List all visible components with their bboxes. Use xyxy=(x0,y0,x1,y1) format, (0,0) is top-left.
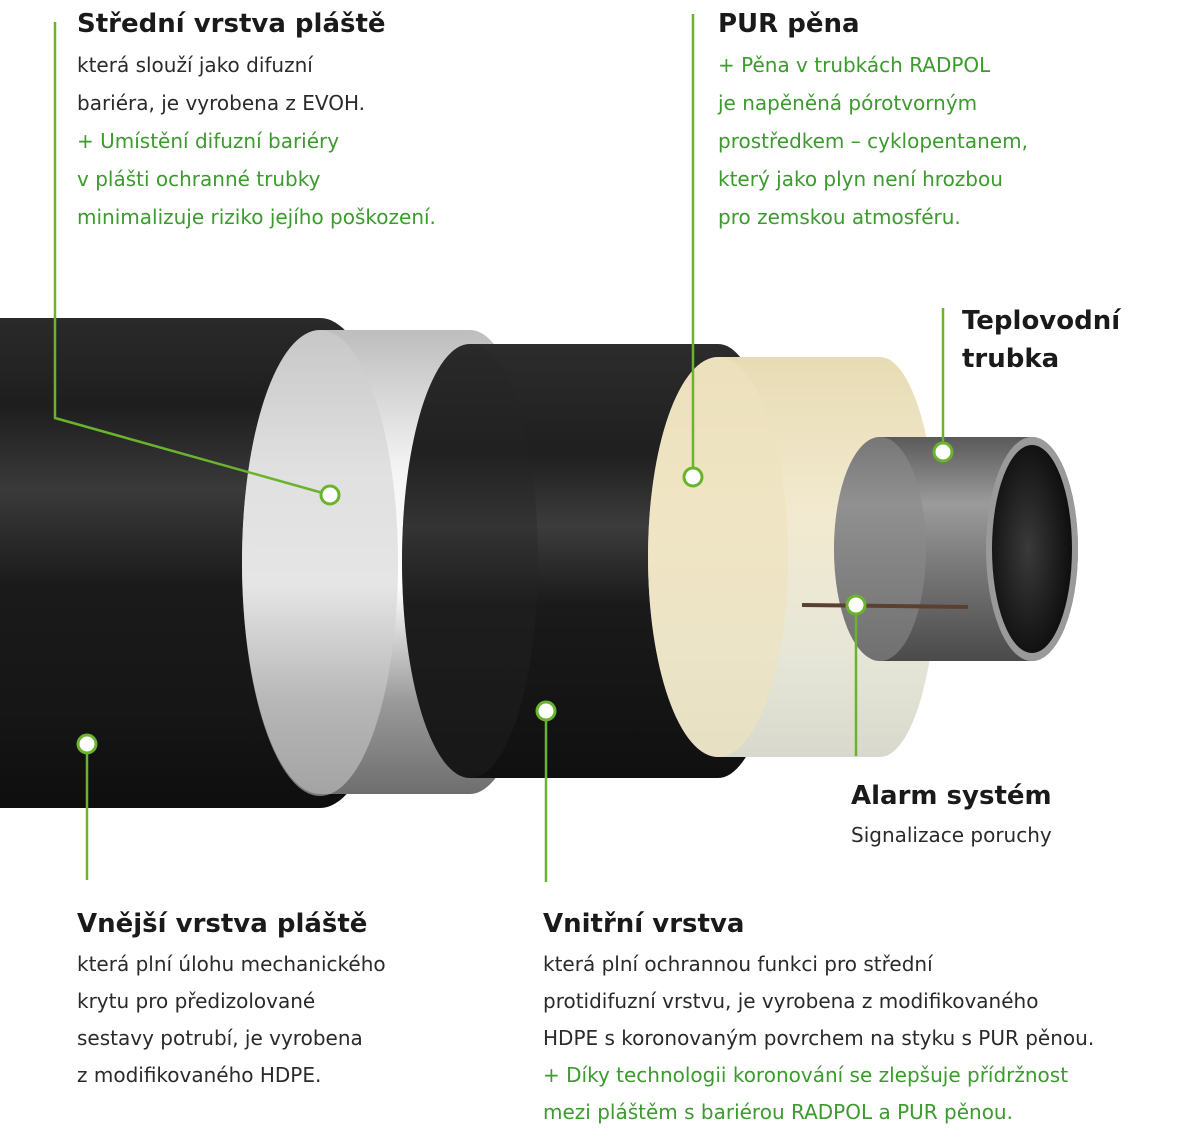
leader-lines xyxy=(53,14,945,882)
callout-title: Teplovodní trubka xyxy=(962,302,1182,378)
callout-line-highlight: + Umístění difuzní bariéry xyxy=(77,129,340,153)
callout-pur-foam: PUR pěna + Pěna v trubkách RADPOL je nap… xyxy=(718,8,1178,236)
callout-inner-layer: Vnitřní vrstva která plní ochrannou funk… xyxy=(543,908,1193,1131)
callout-outer-jacket-layer: Vnější vrstva pláště která plní úlohu me… xyxy=(77,908,517,1094)
service-pipe xyxy=(834,437,1078,661)
callout-service-pipe: Teplovodní trubka xyxy=(962,302,1182,384)
leader-stredni xyxy=(53,22,331,497)
callout-line-highlight: minimalizuje riziko jejího poškození. xyxy=(77,205,436,229)
callout-line: protidifuzní vrstvu, je vyrobena z modif… xyxy=(543,989,1039,1013)
callout-body: která plní ochrannou funkci pro střední … xyxy=(543,946,1193,1131)
callout-line-highlight: + Pěna v trubkách RADPOL xyxy=(718,53,991,77)
callout-line: z modifikovaného HDPE. xyxy=(77,1063,322,1087)
alarm-wire xyxy=(801,603,969,609)
marker-pur xyxy=(682,466,704,488)
callout-body: která slouží jako difuzní bariéra, je vy… xyxy=(77,46,637,236)
callout-line: která slouží jako difuzní xyxy=(77,53,313,77)
callout-line: krytu pro předizolované xyxy=(77,989,316,1013)
callout-title: Alarm systém xyxy=(851,781,1052,811)
callout-title-line: trubka xyxy=(962,344,1060,374)
callout-body: Signalizace poruchy xyxy=(851,818,1181,852)
marker-vnejsi xyxy=(76,733,98,755)
callout-title-line: Teplovodní xyxy=(962,306,1121,336)
callout-title: Vnější vrstva pláště xyxy=(77,909,368,939)
callout-line: sestavy potrubí, je vyrobena xyxy=(77,1026,363,1050)
callout-title: PUR pěna xyxy=(718,9,860,39)
callout-line: která plní úlohu mechanického xyxy=(77,952,386,976)
callout-line: Signalizace poruchy xyxy=(851,823,1052,847)
callout-body: která plní úlohu mechanického krytu pro … xyxy=(77,946,517,1094)
callout-line-highlight: je napěněná pórotvorným xyxy=(718,91,978,115)
callout-line: HDPE s koronovaným povrchem na styku s P… xyxy=(543,1026,1095,1050)
callout-line-highlight: mezi pláštěm s bariérou RADPOL a PUR pěn… xyxy=(543,1100,1013,1124)
marker-dots xyxy=(76,441,954,755)
callout-line: která plní ochrannou funkci pro střední xyxy=(543,952,933,976)
callout-title: Vnitřní vrstva xyxy=(543,909,745,939)
callout-title: Střední vrstva pláště xyxy=(77,9,386,39)
callout-line-highlight: v plášti ochranné trubky xyxy=(77,167,321,191)
callout-line-highlight: prostředkem – cyklopentanem, xyxy=(718,129,1028,153)
marker-alarm xyxy=(845,594,867,616)
marker-teplo xyxy=(932,441,954,463)
marker-stredni xyxy=(319,484,341,506)
callout-alarm-system: Alarm systém Signalizace poruchy xyxy=(851,780,1181,852)
callout-body: + Pěna v trubkách RADPOL je napěněná pór… xyxy=(718,46,1178,236)
marker-vnitrni xyxy=(535,700,557,722)
callout-line-highlight: který jako plyn není hrozbou xyxy=(718,167,1003,191)
callout-line: bariéra, je vyrobena z EVOH. xyxy=(77,91,366,115)
callout-line-highlight: pro zemskou atmosféru. xyxy=(718,205,961,229)
callout-middle-jacket-layer: Střední vrstva pláště která slouží jako … xyxy=(77,8,637,236)
callout-line-highlight: + Díky technologii koronování se zlepšuj… xyxy=(543,1063,1069,1087)
